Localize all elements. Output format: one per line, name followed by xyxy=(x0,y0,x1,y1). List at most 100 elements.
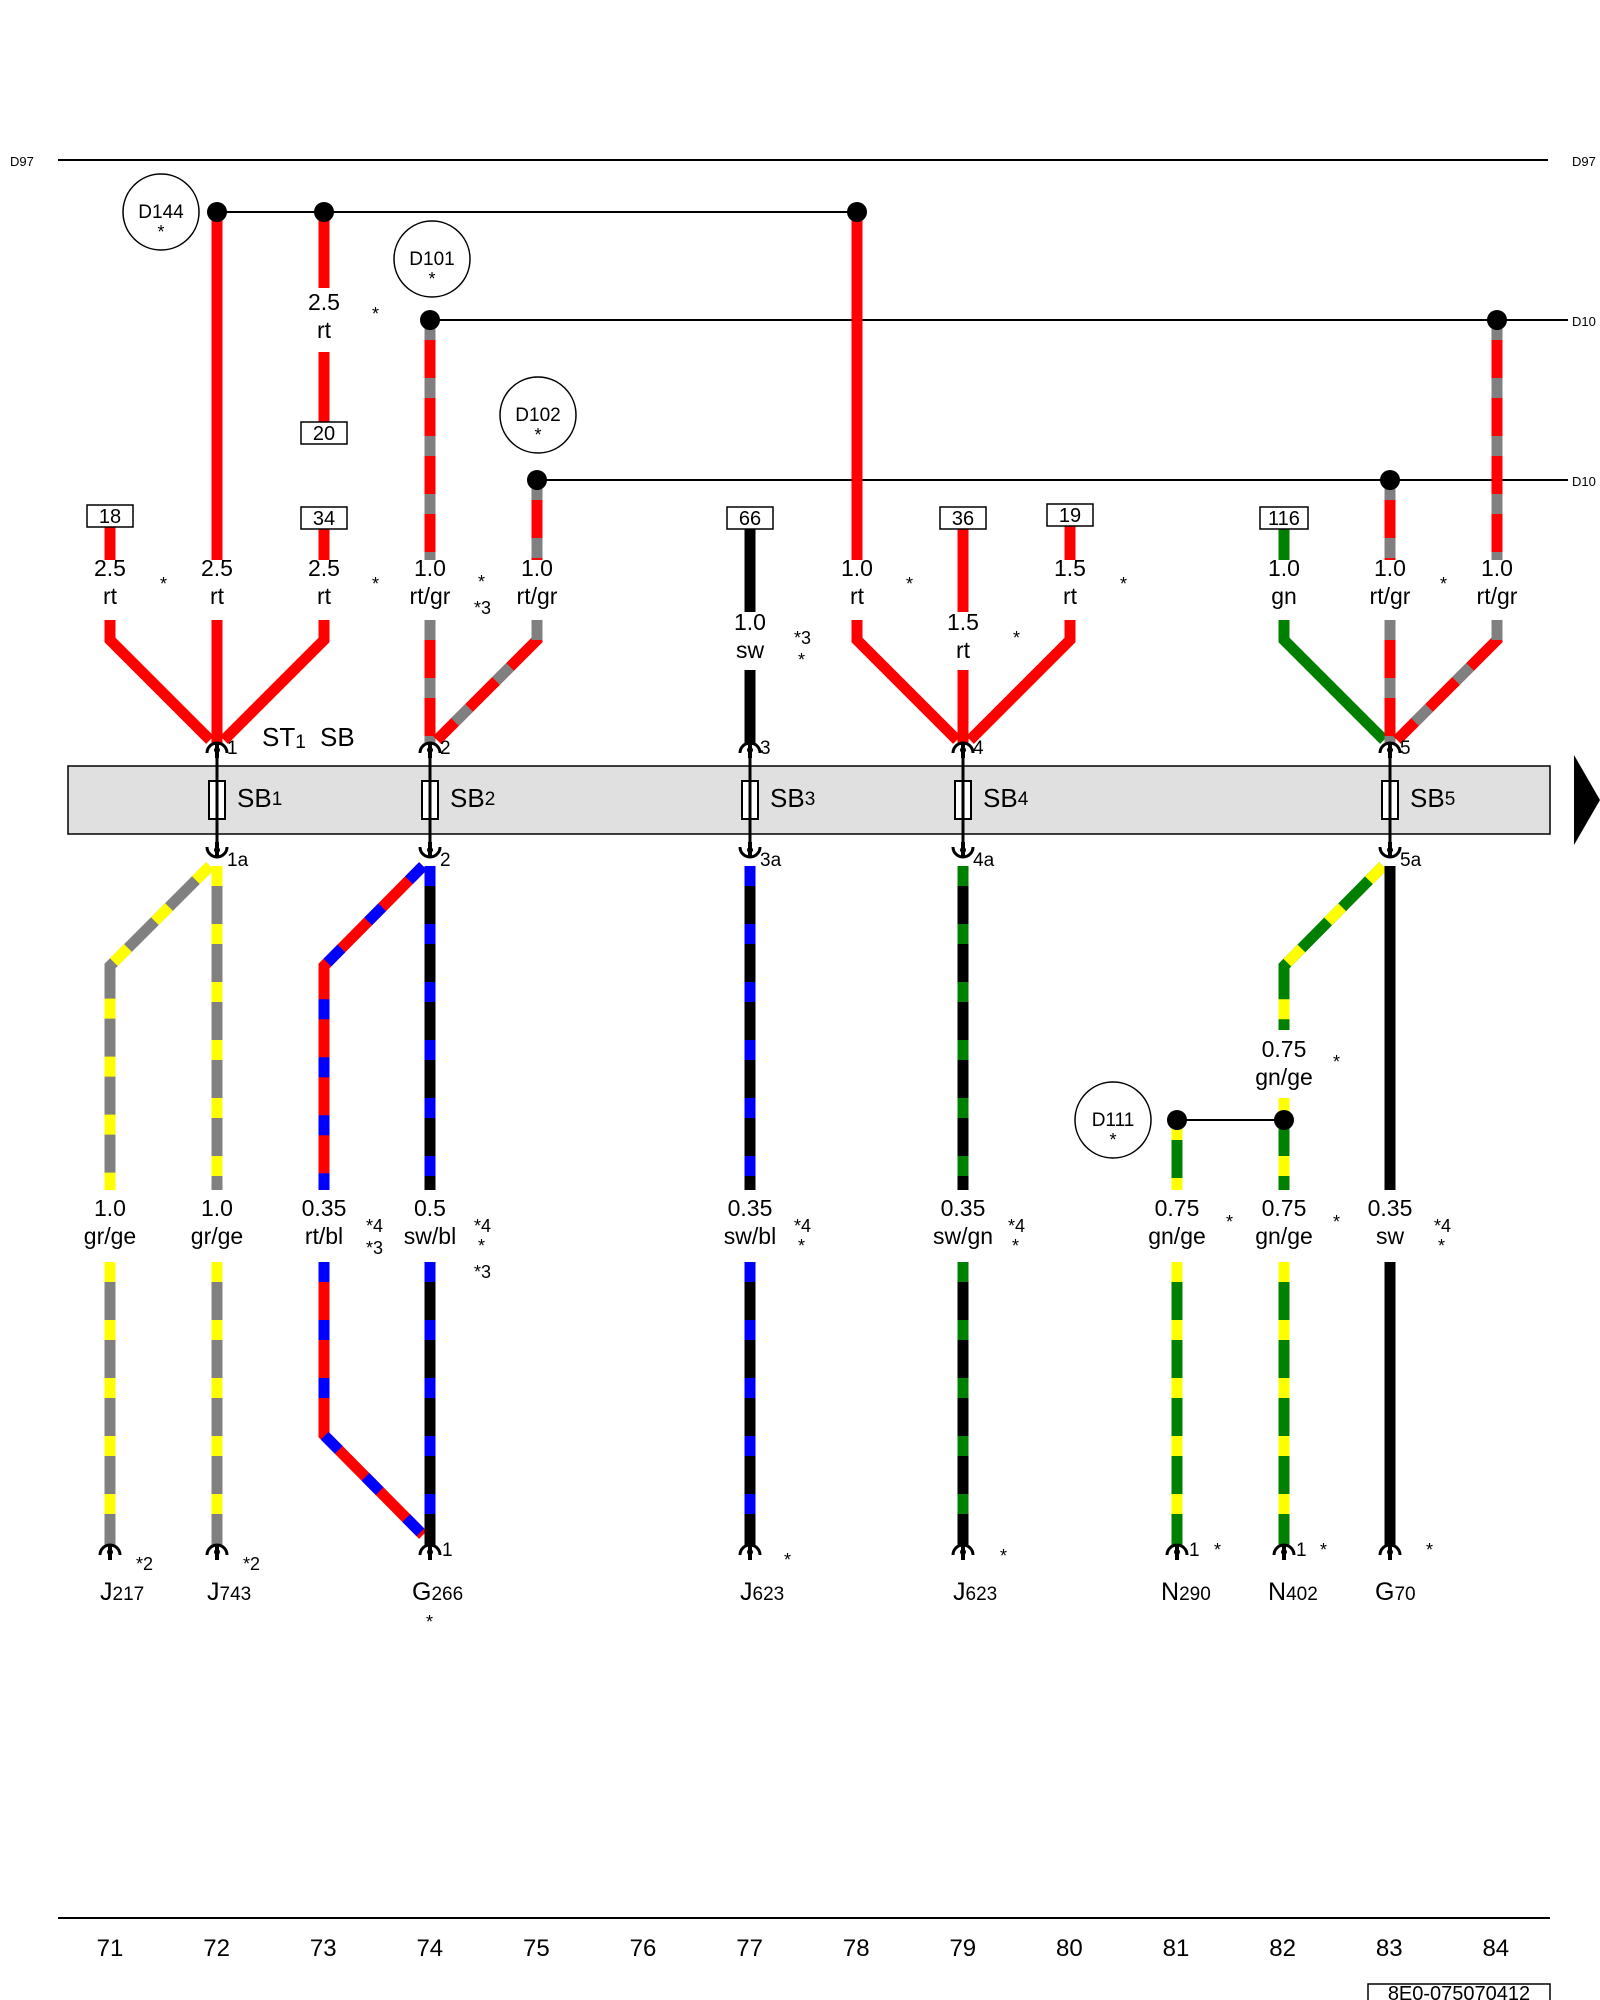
wire-ref116-to-sb5 xyxy=(1278,620,1388,744)
component-j623-b: J623 xyxy=(953,1578,997,1606)
component-connectors xyxy=(98,1543,1402,1560)
connector-symbol xyxy=(951,1543,975,1560)
ref-box-20: 20 xyxy=(300,421,348,445)
axis-label: 83 xyxy=(1376,1935,1403,1962)
wire-color: gn xyxy=(1271,583,1297,609)
wire-d101-to-sb5 xyxy=(1393,620,1503,744)
junction-dot xyxy=(420,310,440,330)
svg-text:D102: D102 xyxy=(515,405,560,426)
wire-labels-bottom: 1.0 gr/ge 1.0 gr/ge 0.35 rt/bl 0.5 sw/bl… xyxy=(84,1195,1413,1249)
wire-size: 1.5 xyxy=(1054,555,1086,581)
svg-text:66: 66 xyxy=(739,508,761,530)
footnote-star: * xyxy=(372,574,379,594)
ref-box-36: 36 xyxy=(939,506,987,530)
bus-d97-label-right: D97 xyxy=(1572,154,1596,169)
svg-text:2: 2 xyxy=(440,738,451,759)
wire-size: 1.0 xyxy=(1481,555,1513,581)
wire-size: 1.0 xyxy=(414,555,446,581)
ref-box-18: 18 xyxy=(86,504,134,528)
connector-symbol xyxy=(951,842,975,859)
wire-color: rt xyxy=(317,317,332,343)
wire-d102-to-sb2 xyxy=(433,620,543,744)
svg-text:2: 2 xyxy=(440,850,451,871)
node-d102: D102 * xyxy=(499,376,577,454)
svg-text:19: 19 xyxy=(1059,505,1081,527)
fuse-sb2: SB2 2 2 xyxy=(421,738,495,871)
connector-symbol xyxy=(738,1543,762,1560)
connector-symbol xyxy=(205,842,229,859)
connector-symbol xyxy=(418,741,442,758)
wire-ref34-to-sb1 xyxy=(220,620,330,744)
footnote-star: *3 xyxy=(474,1262,491,1282)
wire-size: 2.5 xyxy=(308,289,340,315)
component-j743: J743 xyxy=(207,1578,251,1606)
svg-text:36: 36 xyxy=(952,508,974,530)
wire-sb2-to-g266 xyxy=(318,1262,427,1539)
wire-size: 2.5 xyxy=(201,555,233,581)
wire-ref18-to-sb1 xyxy=(104,620,214,744)
connector-symbol xyxy=(1378,1543,1402,1560)
wire-sb5-to-d111 xyxy=(1278,862,1387,1030)
footnote-star: * xyxy=(478,572,485,592)
fuse-sb4: SB4 4 4a xyxy=(954,738,1029,871)
svg-text:SB5: SB5 xyxy=(1410,783,1455,813)
fuse-block-label: ST1 SB xyxy=(262,722,355,753)
wire-size: 0.75 xyxy=(1155,1195,1200,1221)
axis-label: 82 xyxy=(1269,1935,1296,1962)
footnote-star: * xyxy=(1120,574,1127,594)
wire-color: gn/ge xyxy=(1148,1223,1206,1249)
wire-size: 0.5 xyxy=(414,1195,446,1221)
footnote-star: *4 xyxy=(474,1216,491,1236)
svg-text:SB1: SB1 xyxy=(237,783,282,813)
svg-text:116: 116 xyxy=(1268,508,1300,530)
svg-text:*: * xyxy=(157,222,164,242)
axis-label: 79 xyxy=(949,1935,976,1962)
wire-color: rt/bl xyxy=(305,1223,343,1249)
footnote-star: * xyxy=(372,304,379,324)
axis-label: 76 xyxy=(630,1935,657,1962)
wire-color: rt/gr xyxy=(410,583,451,609)
footnote-star: *2 xyxy=(243,1554,260,1574)
wire-sb1-to-j217 xyxy=(104,862,214,1190)
wire-d144-to-sb4 xyxy=(851,620,961,744)
wires xyxy=(104,212,1503,1545)
wire-size: 1.0 xyxy=(1374,555,1406,581)
svg-text:SB3: SB3 xyxy=(770,783,815,813)
footnote-star: * xyxy=(1214,1540,1221,1560)
wire-size: 1.0 xyxy=(201,1195,233,1221)
connector-symbol xyxy=(205,741,229,758)
ref-box-34: 34 xyxy=(300,506,348,530)
wire-size: 2.5 xyxy=(308,555,340,581)
wire-color: gr/ge xyxy=(84,1223,136,1249)
svg-text:34: 34 xyxy=(313,508,335,530)
fuse-sb5: SB5 5 5a xyxy=(1381,738,1455,871)
wire-size: 1.0 xyxy=(841,555,873,581)
wire-color: rt xyxy=(956,637,971,663)
wire-size: 1.5 xyxy=(947,609,979,635)
pin-number: 1 xyxy=(1296,1540,1307,1561)
svg-text:4: 4 xyxy=(973,738,984,759)
footnote-stars: * * * * *3 *3 * * * * * * *4 *3 *4 * *3 … xyxy=(136,304,1451,1632)
wire-color: rt xyxy=(850,583,865,609)
footnote-star: *3 xyxy=(474,598,491,618)
axis-label: 71 xyxy=(97,1935,124,1962)
wire-size: 1.0 xyxy=(94,1195,126,1221)
svg-text:*: * xyxy=(534,425,541,445)
connector-symbol xyxy=(1378,842,1402,859)
wire-size: 1.0 xyxy=(1268,555,1300,581)
node-d101: D101 * xyxy=(393,220,471,298)
wire-size: 0.35 xyxy=(302,1195,347,1221)
wire-color: rt xyxy=(317,583,332,609)
connector-symbol xyxy=(1378,741,1402,758)
axis-label: 78 xyxy=(843,1935,870,1962)
wire-ref19-to-sb4 xyxy=(966,620,1076,744)
components: J217 J743 G266 J623 J623 N290 N402 G70 1… xyxy=(100,1540,1416,1606)
footnote-star: * xyxy=(1000,1546,1007,1566)
bus-d102-label-right: D10 xyxy=(1572,474,1596,489)
wire-color: gn/ge xyxy=(1255,1064,1313,1090)
component-n402: N402 xyxy=(1268,1578,1318,1606)
svg-text:3: 3 xyxy=(760,738,771,759)
fuse-block: ST1 SB xyxy=(67,722,1600,845)
